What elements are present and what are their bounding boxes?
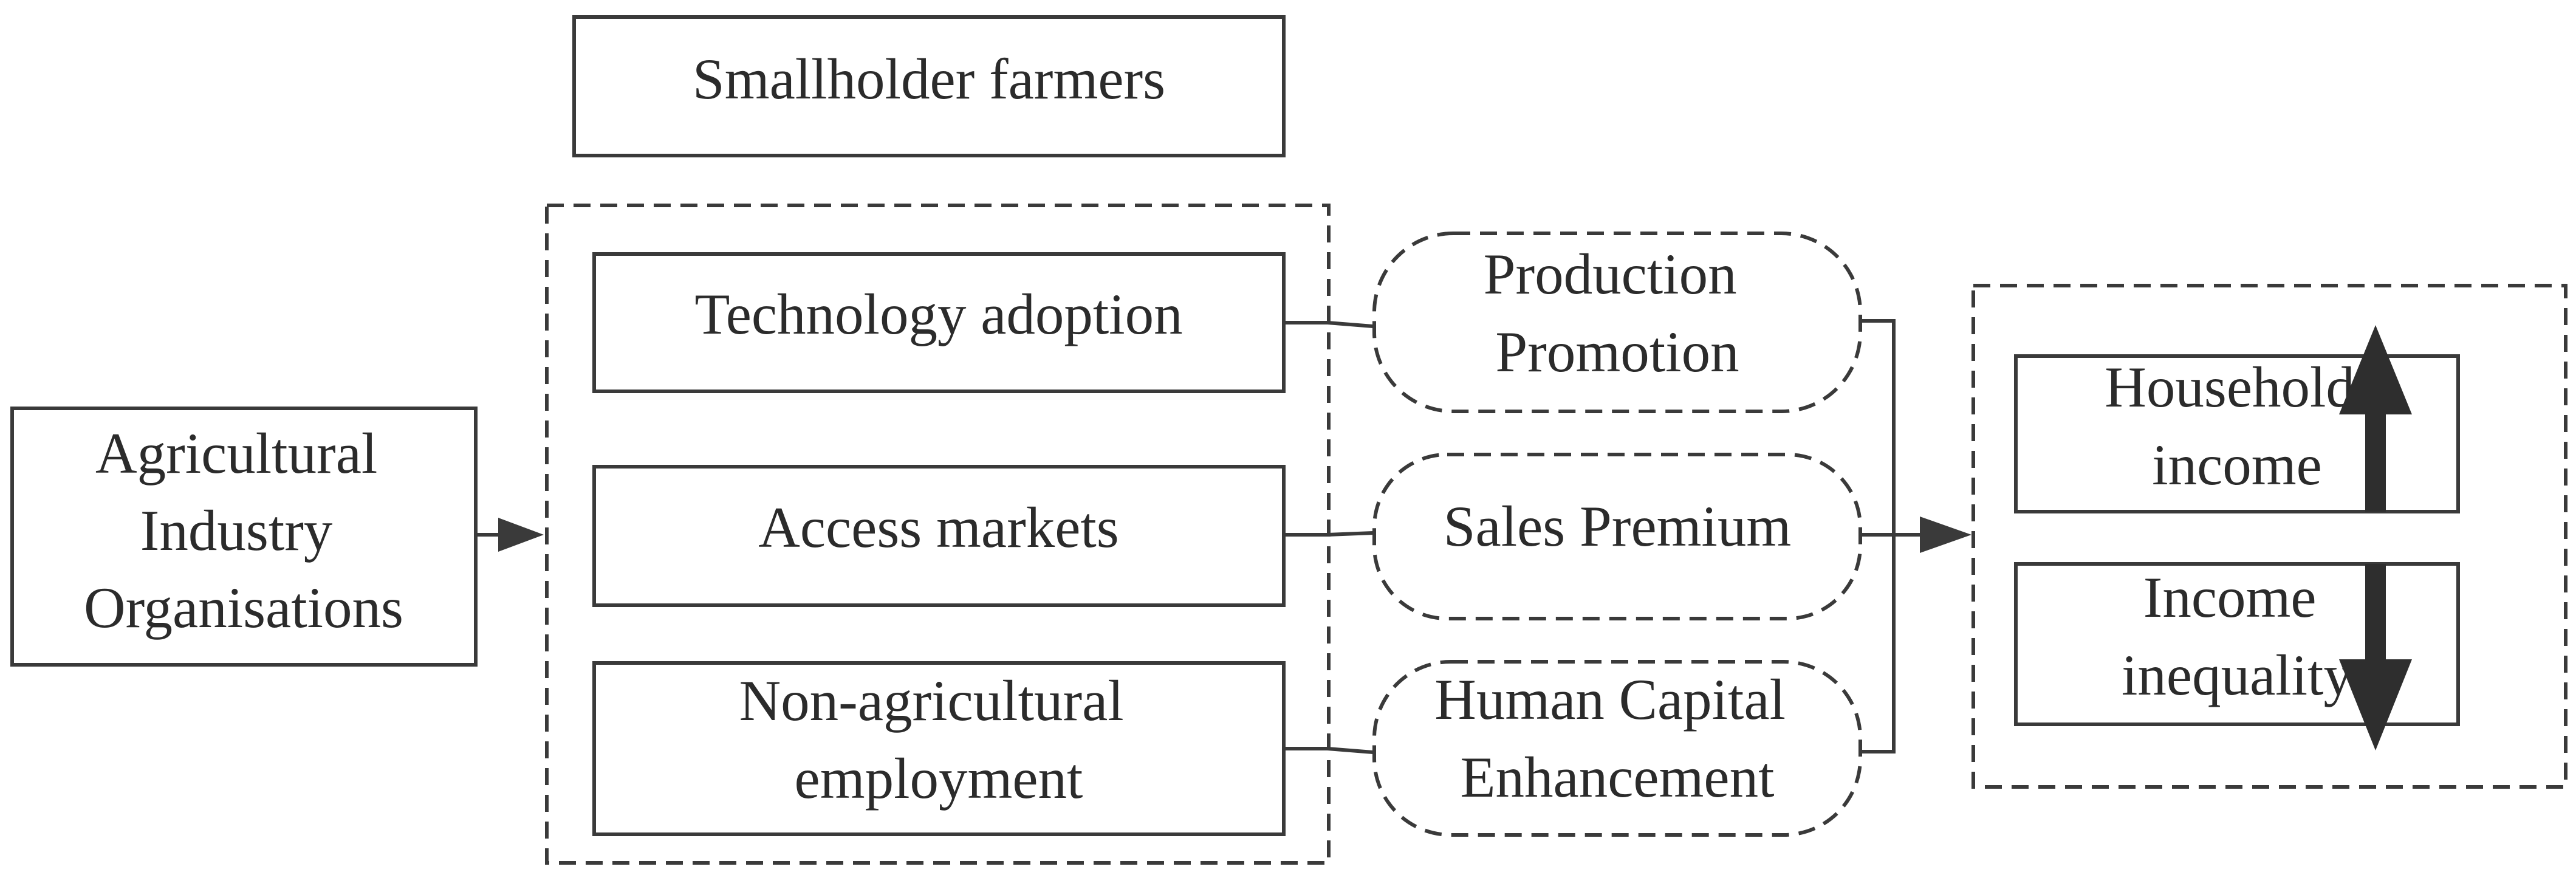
svg-text:Smallholder farmers: Smallholder farmers: [693, 47, 1165, 111]
technology-to-production-connector: [1284, 321, 1374, 328]
outcomes-group: [1971, 284, 2567, 789]
non-agricultural-employment-node: Non-agricultural employment: [592, 661, 1286, 836]
node-label-line: employment: [795, 746, 1083, 811]
node-label-line: Enhancement: [1461, 745, 1775, 809]
access-markets-node: Access markets: [592, 465, 1286, 607]
sales-premium-node: Sales Premium: [1372, 453, 1862, 620]
smallholder-farmers-node: Smallholder farmers: [572, 15, 1286, 157]
human-capital-enhancement-node: Human Capital Enhancement: [1372, 660, 1862, 837]
decrease-arrow-icon: [2339, 564, 2412, 750]
node-label-line: inequality: [2122, 643, 2352, 707]
increase-arrow-icon: [2339, 325, 2412, 512]
production-promotion-node: Production Promotion: [1372, 232, 1862, 413]
svg-text:Non-agricultural employm: Non-agricultural employment: [739, 668, 1139, 811]
node-label-line: Smallholder farmers: [693, 47, 1165, 111]
markets-to-sales-connector: [1284, 531, 1374, 537]
node-label-line: Access markets: [758, 495, 1119, 560]
svg-text:Production Promotion: Production Promotion: [1484, 242, 1752, 384]
node-label-line: Agricultural: [95, 421, 377, 486]
svg-text:Technology adoption: Technology adoption: [694, 282, 1182, 346]
node-label-line: Sales Premium: [1444, 494, 1792, 558]
node-label-line: Industry: [140, 498, 333, 563]
effects-to-outcomes-arrow: [1894, 517, 1971, 553]
svg-text:Sales Premium: Sales Premium: [1444, 494, 1792, 558]
node-label-line: Household: [2105, 355, 2355, 419]
node-label-line: Promotion: [1495, 320, 1739, 384]
organisations-to-mechanisms-arrow: [476, 518, 544, 552]
svg-text:Human Capital Enhancemen: Human Capital Enhancement: [1434, 667, 1800, 809]
node-label-line: Production: [1484, 242, 1737, 306]
node-label-line: Human Capital: [1434, 667, 1786, 732]
svg-text:Access markets: Access markets: [758, 495, 1119, 560]
technology-adoption-node: Technology adoption: [592, 252, 1286, 393]
node-label-line: Non-agricultural: [739, 668, 1124, 733]
svg-text:Household income: Household income: [2105, 355, 2369, 497]
node-label-line: Organisations: [84, 575, 403, 640]
svg-text:Agricultural Industry: Agricultural Industry Organisations: [84, 421, 403, 640]
node-label-line: Technology adoption: [694, 282, 1182, 346]
agricultural-industry-organisations-node: Agricultural Industry Organisations: [10, 407, 478, 667]
node-label-line: income: [2152, 433, 2322, 497]
svg-text:Income inequality: Income inequality: [2122, 565, 2352, 707]
employment-to-human-capital-connector: [1284, 747, 1374, 754]
node-label-line: Income: [2143, 565, 2317, 630]
